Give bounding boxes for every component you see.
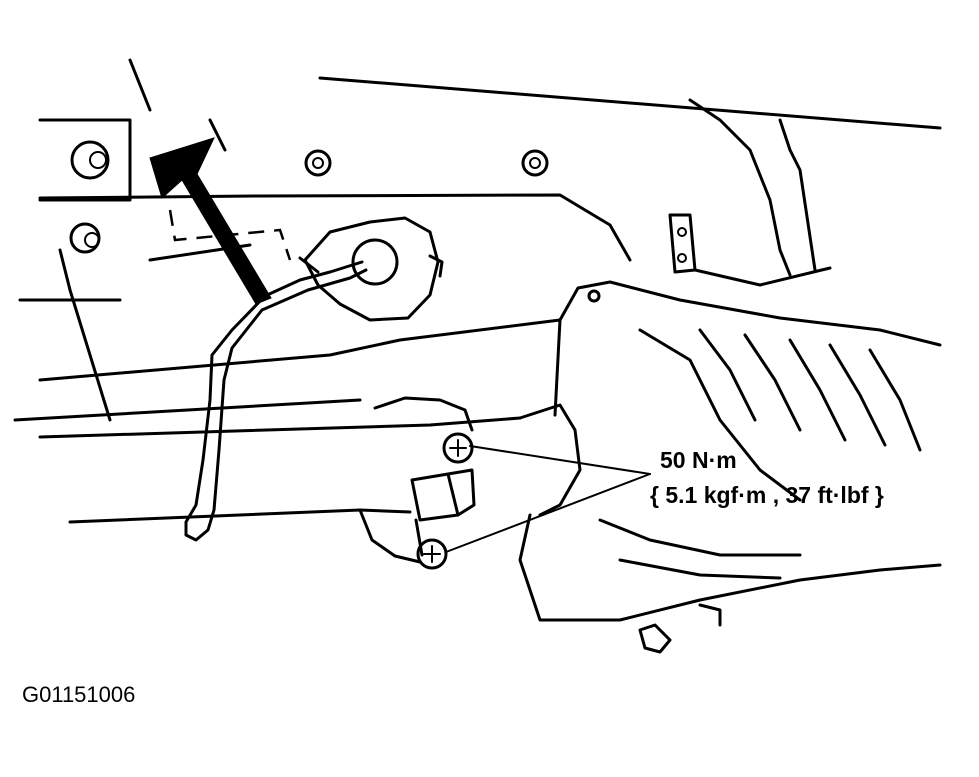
hanger-rod: [184, 260, 368, 542]
clamp-bolt-upper: [442, 432, 474, 464]
bolt-upper-left: [70, 140, 110, 180]
torque-spec-value: 50 N·m: [660, 447, 737, 473]
wire-harness: [668, 98, 832, 287]
nut-center-left: [304, 149, 332, 177]
bolt-lower-left: [69, 222, 101, 254]
muffler: [518, 280, 942, 654]
torque-spec-alternate-units: { 5.1 kgf·m , 37 ft·lbf }: [650, 482, 884, 508]
figure-code-label: G01151006: [22, 682, 136, 707]
pointer-arrow-icon: [149, 137, 272, 305]
rubber-hanger: [298, 216, 444, 322]
nut-center-right: [521, 149, 549, 177]
callout-leaders: [445, 445, 651, 553]
panel-bolts: [69, 140, 549, 254]
clamp-bolt-lower: [416, 538, 448, 570]
clamp-bracket: [410, 468, 476, 557]
exhaust-pipe: [38, 396, 582, 564]
body-panel: [13, 58, 942, 422]
